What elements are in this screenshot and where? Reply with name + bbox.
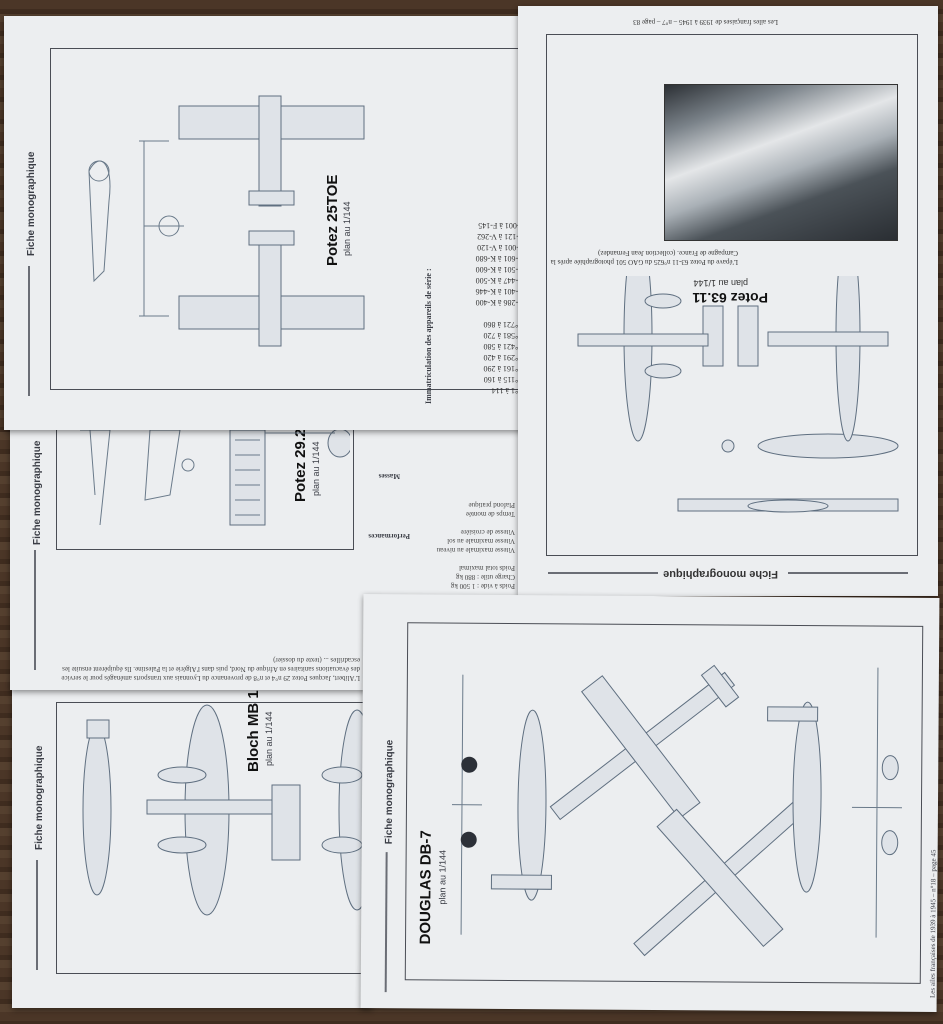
- drawing-frame: [56, 420, 354, 550]
- sheet-douglas: Fiche monographique DOUGLAS DB-7 plan au…: [360, 593, 940, 1013]
- potez29-drawing: [70, 425, 350, 535]
- side-page-header: Les ailes françaises de 1939 à 1945 – n°…: [928, 849, 938, 999]
- section-label: Fiche monographique: [26, 151, 37, 256]
- photo-caption: L'épave du Potez 63-11 n°625 du GAO 501 …: [550, 249, 738, 266]
- drawing-frame: [56, 702, 372, 974]
- section-label: Fiche monographique: [34, 745, 45, 850]
- divider: [384, 852, 388, 993]
- table-heading: Immatriculation des appareils de série :: [424, 268, 433, 404]
- douglas-drawing: [421, 634, 913, 967]
- divider: [28, 266, 30, 396]
- divider: [548, 572, 658, 574]
- body-text-column: L'Alibert, Jacques Potez 29 n°4 et n°8 d…: [61, 656, 360, 682]
- sheet-potez63: Les ailes françaises de 1939 à 1945 – n°…: [518, 6, 938, 596]
- sheet-potez25: Fiche monographique Potez 25TOE plan au …: [4, 16, 534, 430]
- divider: [34, 550, 36, 670]
- divider: [36, 860, 38, 970]
- section-label: Fiche monographique: [383, 739, 396, 845]
- wreck-photo: [664, 84, 898, 241]
- section-label: Fiche monographique: [32, 440, 43, 545]
- bloch-drawing: [67, 700, 367, 950]
- potez25-drawing: [74, 81, 374, 361]
- sheet-bloch: Fiche monographique Bloch MB 1 plan au 1…: [12, 680, 372, 1008]
- page-header: Les ailes françaises de 1939 à 1945 – n°…: [633, 18, 778, 26]
- potez63-drawing: [568, 276, 908, 546]
- section-label: Fiche monographique: [663, 568, 778, 580]
- divider: [788, 572, 908, 574]
